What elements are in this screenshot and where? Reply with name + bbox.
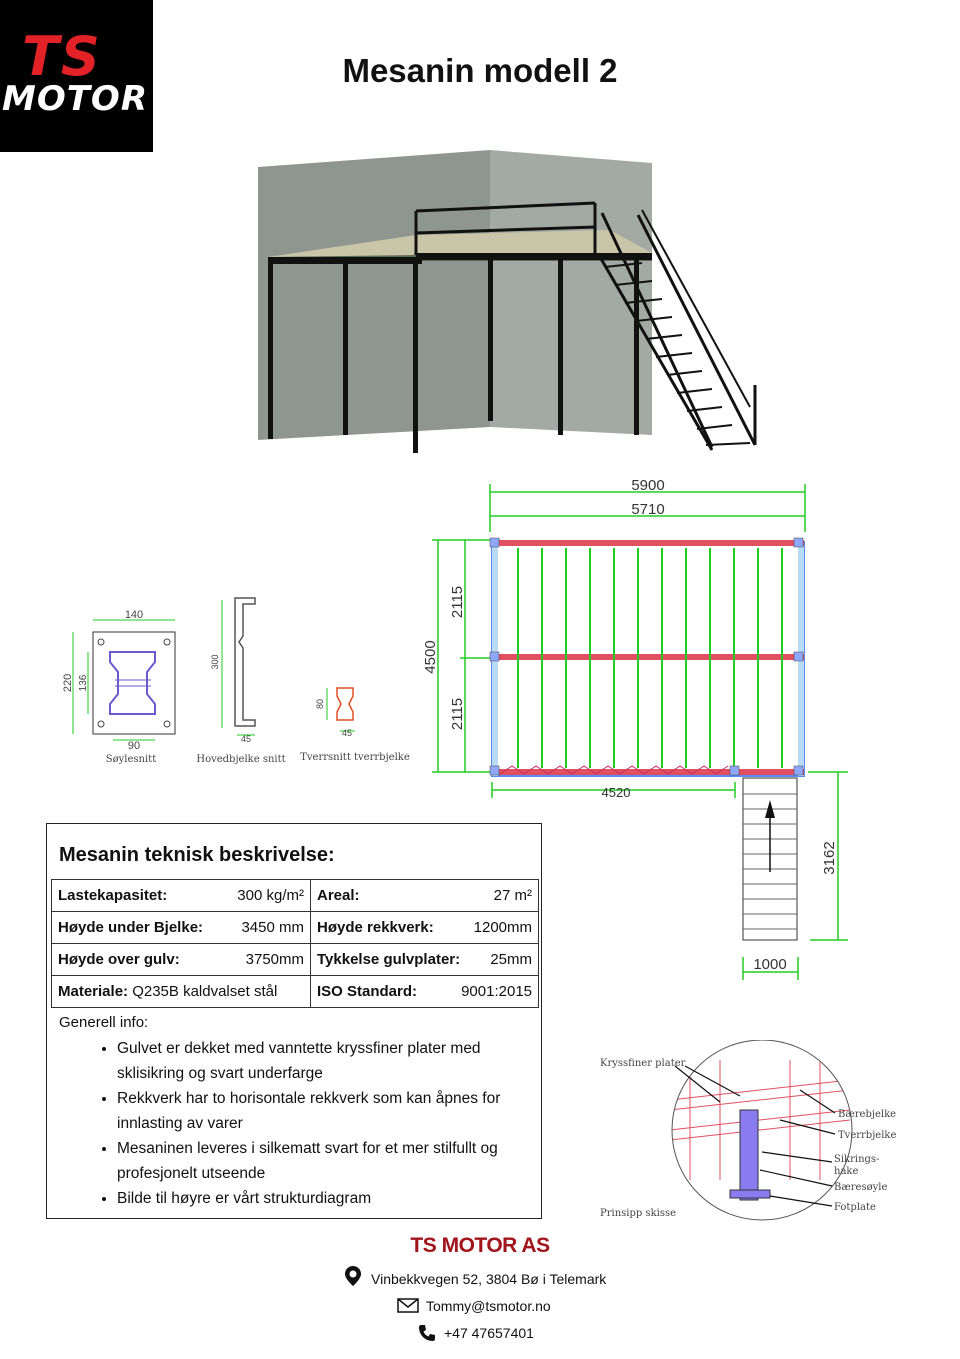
- phone-icon: [419, 1325, 435, 1341]
- page-title: Mesanin modell 2: [342, 52, 618, 89]
- list-item: Gulvet er dekket med vanntette kryssfine…: [117, 1036, 537, 1086]
- general-info-heading: Generell info:: [59, 1014, 149, 1031]
- dim-stair-length: 3162: [821, 841, 838, 874]
- logo-text-ts: TS: [22, 25, 102, 88]
- structure-detail-sketch: Kryssfiner plater Bærebjelke Tverrbjelke…: [600, 1040, 896, 1221]
- table-row: Høyde over gulv: 3750mm Tykkelse gulvplat…: [51, 943, 539, 976]
- spec-label: Høyde under Bjelke:: [58, 919, 204, 936]
- column-inner-height: 136: [78, 674, 89, 691]
- cross-sections-drawing: 140 220 136 90 300 45 80 45 Søylesnitt H…: [62, 597, 410, 765]
- main-beam-section-label: Hovedbjelke snitt: [196, 754, 285, 765]
- column-section-label: Søylesnitt: [106, 754, 156, 765]
- logo-text-motor: MOTOR: [2, 79, 149, 119]
- mail-icon: [397, 1298, 419, 1313]
- cross-beam-section-label: Tverrsnitt tverrbjelke: [300, 752, 410, 763]
- column-bottom: 90: [128, 740, 140, 752]
- spec-value: 3450 mm: [241, 919, 304, 936]
- company-logo: TS MOTOR: [0, 0, 153, 152]
- location-pin-icon: [345, 1266, 361, 1286]
- table-row: Høyde under Bjelke: 3450 mm Høyde rekkver…: [51, 911, 539, 944]
- spec-label: Høyde rekkverk:: [317, 919, 434, 936]
- label-principle-sketch: Prinsipp skisse: [600, 1208, 676, 1219]
- spec-heading: Mesanin teknisk beskrivelse:: [59, 844, 335, 866]
- cross-beam-width: 45: [342, 728, 352, 738]
- dim-total-width: 5900: [631, 477, 664, 494]
- column-width: 140: [125, 609, 143, 621]
- company-name: TS MOTOR AS: [410, 1234, 550, 1257]
- label-bearing-beam: Bærebjelke: [838, 1109, 896, 1120]
- spec-value: 300 kg/m²: [237, 887, 304, 904]
- spec-value: 9001:2015: [461, 983, 532, 1000]
- list-item: Bilde til høyre er vårt strukturdiagram: [117, 1186, 537, 1211]
- dim-stair-width: 1000: [753, 956, 786, 973]
- spec-label: ISO Standard:: [317, 983, 418, 1000]
- main-beam-height: 300: [210, 654, 220, 669]
- company-email[interactable]: Tommy@tsmotor.no: [426, 1298, 551, 1314]
- list-item: Mesaninen leveres i silkematt svart for …: [117, 1136, 537, 1186]
- spec-label: Lastekapasitet:: [58, 887, 168, 904]
- label-safety-hook-1: Sikrings-: [834, 1154, 879, 1165]
- mezzanine-3d-illustration: [258, 150, 757, 453]
- label-foot-plate: Fotplate: [834, 1202, 876, 1213]
- table-row: Lastekapasitet: 300 kg/m² Areal: 27 m²: [51, 879, 539, 912]
- spec-panel: Mesanin teknisk beskrivelse: Lastekapasi…: [46, 823, 542, 1219]
- dim-half-top: 2115: [449, 586, 466, 618]
- label-plywood: Kryssfiner plater: [600, 1058, 686, 1069]
- dim-inner-width: 5710: [631, 501, 664, 518]
- spec-label: Materiale:: [58, 983, 129, 1000]
- company-address: Vinbekkvegen 52, 3804 Bø i Telemark: [371, 1271, 607, 1287]
- table-row: Materiale: Q235B kaldvalset stål ISO Sta…: [51, 975, 539, 1008]
- spec-label: Areal:: [317, 887, 360, 904]
- dim-stair-offset: 4520: [602, 785, 631, 800]
- spec-value: Q235B kaldvalset stål: [132, 983, 278, 1000]
- general-info-list: Gulvet er dekket med vanntette kryssfine…: [77, 1036, 537, 1211]
- spec-value: 25mm: [490, 951, 532, 968]
- cross-beam-height: 80: [315, 699, 325, 709]
- spec-label: Tykkelse gulvplater:: [317, 951, 461, 968]
- dim-half-bottom: 2115: [449, 698, 466, 730]
- spec-table: Lastekapasitet: 300 kg/m² Areal: 27 m² Høy…: [51, 879, 539, 1008]
- label-cross-beam: Tverrbjelke: [838, 1130, 896, 1141]
- company-phone[interactable]: +47 47657401: [444, 1325, 534, 1341]
- spec-value: 27 m²: [493, 887, 532, 904]
- label-column: Bæresøyle: [834, 1182, 887, 1193]
- floor-plan-drawing: 5900 5710 4500 2115 2115 4520 3162 1000: [422, 477, 848, 980]
- label-safety-hook-2: hake: [834, 1166, 858, 1177]
- list-item: Rekkverk har to horisontale rekkverk som…: [117, 1086, 537, 1136]
- dim-depth: 4500: [422, 640, 439, 673]
- spec-value: 1200mm: [473, 919, 532, 936]
- spec-value: 3750mm: [245, 951, 304, 968]
- spec-label: Høyde over gulv:: [58, 951, 180, 968]
- company-footer: TS MOTOR AS: [300, 1234, 660, 1258]
- column-height: 220: [62, 674, 74, 692]
- main-beam-width: 45: [241, 734, 251, 744]
